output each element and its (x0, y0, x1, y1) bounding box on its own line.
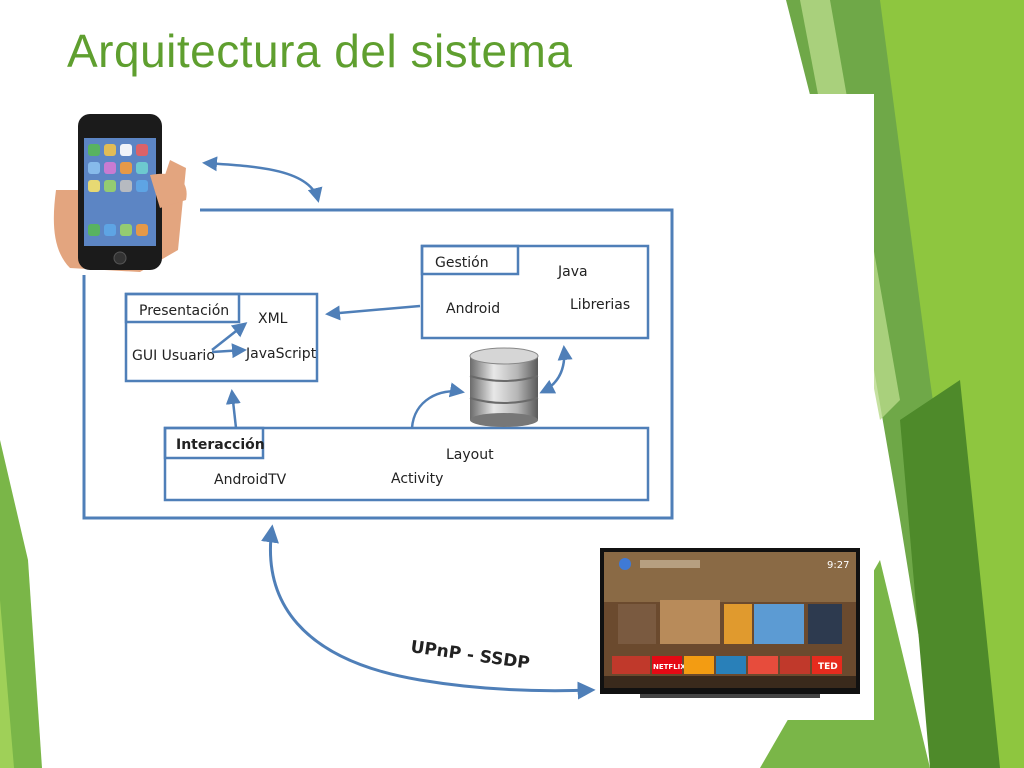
interaccion-label: Interacción (176, 437, 265, 453)
arrow-gestion-to-presentacion (325, 304, 421, 321)
gestion-item-android: Android (446, 301, 500, 317)
interaccion-box (163, 426, 650, 502)
green-shape-left-light (0, 600, 14, 768)
database-icon (469, 347, 539, 427)
green-shape-left (0, 440, 42, 768)
gestion-item-java: Java (557, 264, 588, 280)
gestion-label: Gestión (435, 255, 489, 271)
tv-app-netflix: NETFLIX (653, 663, 686, 671)
smartphone-icon (53, 114, 187, 272)
system-frame (82, 208, 674, 520)
arrow-interaccion-to-presentacion (225, 389, 241, 429)
presentacion-label: Presentación (139, 303, 229, 319)
interaccion-label-box (163, 426, 265, 460)
presentacion-item-xml: XML (258, 311, 288, 327)
presentacion-item-javascript: JavaScript (245, 346, 317, 362)
gestion-box (420, 244, 650, 340)
tv-app-ted: TED (818, 662, 838, 672)
gestion-item-librerias: Librerias (570, 297, 630, 313)
interaccion-item-activity: Activity (391, 471, 443, 487)
gestion-label-box (420, 244, 520, 276)
arrow-interaccion-to-database (410, 382, 465, 429)
green-shape-right-light (880, 0, 1024, 768)
presentacion-label-box (124, 292, 241, 324)
green-shape-right-deep (900, 380, 1000, 768)
arrow-phone-to-system (202, 156, 323, 203)
slide-title: Arquitectura del sistema (67, 25, 573, 77)
arrow-gui-to-javascript (211, 343, 247, 359)
interaccion-item-androidtv: AndroidTV (214, 472, 287, 488)
television-icon: 9:27 NETFLIX TED (600, 548, 860, 698)
arrow-database-to-gestion (539, 345, 573, 394)
presentacion-item-gui: GUI Usuario (132, 348, 215, 364)
tv-time: 9:27 (827, 560, 849, 571)
interaccion-item-layout: Layout (446, 447, 494, 463)
arrow-system-to-tv (261, 524, 596, 700)
arrow-gui-to-xml (211, 322, 248, 351)
